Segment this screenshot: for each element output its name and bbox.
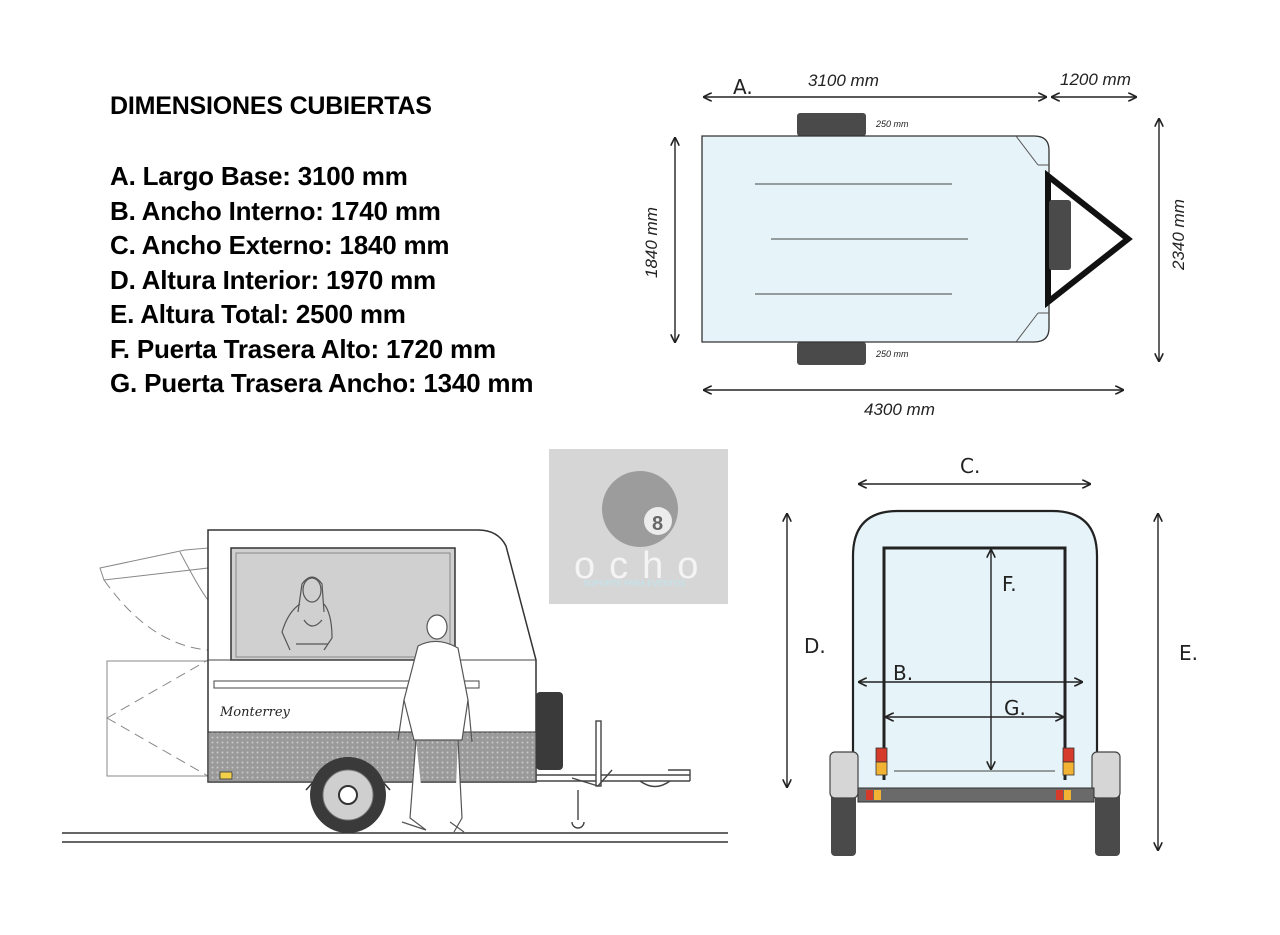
side-brand: Monterrey	[219, 705, 291, 720]
serving-window	[230, 547, 456, 661]
watermark-tagline: SOPORTE PARA EVENTOS	[583, 579, 685, 588]
tongue-side	[536, 720, 691, 829]
tail-lamp-right	[1062, 747, 1075, 763]
trailer-body-rear	[851, 509, 1099, 792]
label-a: A.	[733, 75, 753, 99]
spec-item-a: A. Largo Base: 3100 mm	[110, 161, 408, 191]
spare-wheel-top	[1049, 200, 1071, 270]
dim-wheel-bottom: 250 mm	[875, 349, 909, 359]
spec-title: DIMENSIONES CUBIERTAS	[110, 92, 432, 120]
label-g: G.	[1004, 696, 1026, 720]
label-b: B.	[893, 661, 913, 685]
spec-item-f: F. Puerta Trasera Alto: 1720 mm	[110, 333, 496, 364]
spec-item-e: E. Altura Total: 2500 mm	[110, 299, 406, 329]
wheel-bottom	[797, 342, 866, 365]
spec-item-d: D. Altura Interior: 1970 mm	[110, 264, 436, 295]
open-rear-door	[99, 547, 209, 581]
label-d: D.	[804, 634, 826, 658]
dim-length-base: 3100 mm	[808, 71, 879, 90]
vendor-figure	[281, 576, 333, 651]
counter-shelf	[213, 680, 480, 689]
dim-length-total: 4300 mm	[864, 400, 935, 419]
eight-ball-number: 8	[652, 513, 663, 535]
label-c: C.	[960, 454, 980, 478]
customer-figure	[397, 614, 473, 833]
spare-wheel-side	[536, 692, 563, 770]
rear-bumper	[857, 787, 1095, 803]
watermark-brand: ocho	[574, 545, 712, 587]
spec-item-c: C. Ancho Externo: 1840 mm	[110, 230, 450, 260]
spec-block: DIMENSIONES CUBIERTAS A. Largo Base: 310…	[110, 92, 533, 401]
wheel-top	[797, 113, 866, 136]
dim-wheel-top: 250 mm	[875, 119, 909, 129]
rear-door	[882, 546, 1067, 780]
watermark-logo: 8 ocho SOPORTE PARA EVENTOS	[549, 449, 728, 604]
side-view: Monterrey	[62, 529, 728, 843]
top-view: A. 3100 mm 1200 mm 250 mm 250 mm 1840 mm…	[642, 70, 1188, 419]
spec-list: A. Largo Base: 3100 mm B. Ancho Interno:…	[110, 159, 533, 401]
spec-item-b: B. Ancho Interno: 1740 mm	[110, 195, 441, 226]
open-side-door	[106, 660, 209, 777]
eight-ball-icon	[602, 471, 678, 547]
wheel-rear-right	[1095, 790, 1120, 856]
rear-view: C. D. E. F. B. G.	[787, 454, 1198, 856]
label-f: F.	[1002, 572, 1017, 596]
tail-lamp-left	[875, 747, 888, 763]
wheel-rear-left	[831, 790, 856, 856]
wheel-side	[305, 757, 391, 833]
dim-length-tongue: 1200 mm	[1060, 70, 1131, 89]
label-e: E.	[1179, 641, 1198, 665]
tongue-a-frame	[1045, 169, 1133, 309]
dim-width-total: 2340 mm	[1169, 199, 1188, 271]
dim-width-ext: 1840 mm	[642, 207, 661, 278]
spec-item-g: G. Puerta Trasera Ancho: 1340 mm	[110, 368, 534, 398]
